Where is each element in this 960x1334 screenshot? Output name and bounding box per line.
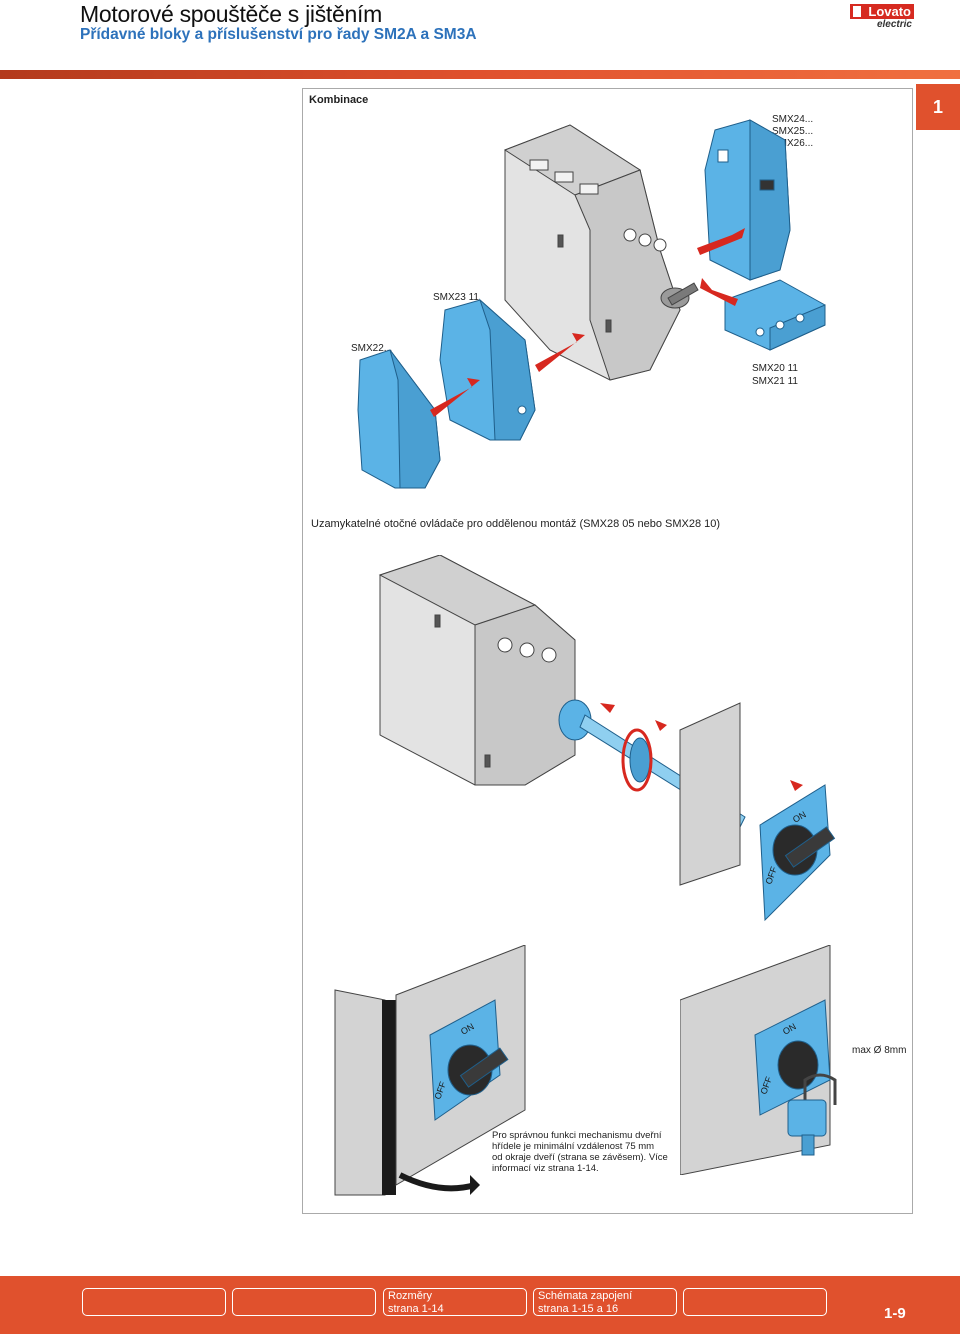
content-frame: [302, 88, 913, 1214]
block-smx22: [357, 349, 441, 489]
label-smx24: SMX24...: [772, 114, 814, 125]
starter-body-2: [378, 555, 576, 786]
note-line-1: Pro správnou funkci mechanismu dveřní: [492, 1130, 662, 1141]
footer-link-wiring[interactable]: Schémata zapojení strana 1-15 a 16: [533, 1288, 677, 1316]
footer-link-wiring-page: strana 1-15 a 16: [538, 1303, 619, 1315]
page-title: Motorové spouštěče s jištěním: [80, 1, 382, 27]
mounted-handle: [429, 999, 509, 1121]
label-smx22: SMX22...: [351, 343, 393, 354]
handles-title: Uzamykatelné otočné ovládače pro oddělen…: [311, 518, 721, 530]
label-smx20: SMX20 11: [752, 363, 798, 374]
footer-box-empty-1[interactable]: [82, 1288, 226, 1316]
lock-label: max Ø 8mm: [852, 1045, 907, 1056]
logo-sub: electric: [876, 19, 912, 30]
block-smx24: [704, 119, 791, 281]
logo-brand: Lovato: [850, 4, 914, 19]
combination-illustration: [357, 119, 826, 489]
footer-link-dimensions[interactable]: Rozměry strana 1-14: [383, 1288, 527, 1316]
rotary-handle: [759, 784, 836, 922]
note-line-2: hřídele je minimální vzdálenost 75 mm: [492, 1141, 655, 1152]
page-number: 1-9: [884, 1305, 906, 1322]
label-smx23: SMX23 11: [433, 292, 479, 303]
page-subtitle: Přídavné bloky a příslušenství pro řady …: [80, 26, 477, 43]
block-smx20: [724, 279, 826, 351]
block-smx23: [439, 298, 536, 441]
note-line-3: od okraje dveří (strana se závěsem). Víc…: [492, 1152, 668, 1163]
cabinet-side: [334, 989, 386, 1196]
label-smx26: SMX26...: [772, 138, 814, 149]
door-panel: [679, 702, 741, 886]
label-smx25: SMX25...: [772, 126, 814, 137]
handle-arrows: [600, 703, 803, 792]
locked-handle: [754, 999, 831, 1116]
footer-link-wiring-title: Schémata zapojení: [538, 1290, 633, 1302]
footer-bar: [0, 1276, 960, 1334]
note-line-4: informací viz strana 1-14.: [492, 1163, 599, 1174]
header-rule: [0, 70, 960, 79]
combination-title: Kombinace: [309, 94, 369, 106]
footer-link-dimensions-page: strana 1-14: [388, 1303, 444, 1315]
assembly-arrows: [430, 228, 745, 417]
padlocks: [787, 1073, 837, 1156]
footer-link-dimensions-title: Rozměry: [388, 1290, 433, 1302]
label-smx21: SMX21 11: [752, 376, 798, 387]
installation-note: Pro správnou funkci mechanismu dveřní hř…: [492, 1130, 682, 1174]
swing-arrow: [398, 1172, 476, 1192]
footer-box-empty-2[interactable]: [232, 1288, 376, 1316]
lovato-logo: Lovato electric: [850, 4, 914, 32]
section-tab[interactable]: 1: [916, 84, 960, 130]
footer-box-empty-3[interactable]: [683, 1288, 827, 1316]
motor-starter-body: [503, 124, 699, 381]
door-seal: [382, 1000, 396, 1195]
